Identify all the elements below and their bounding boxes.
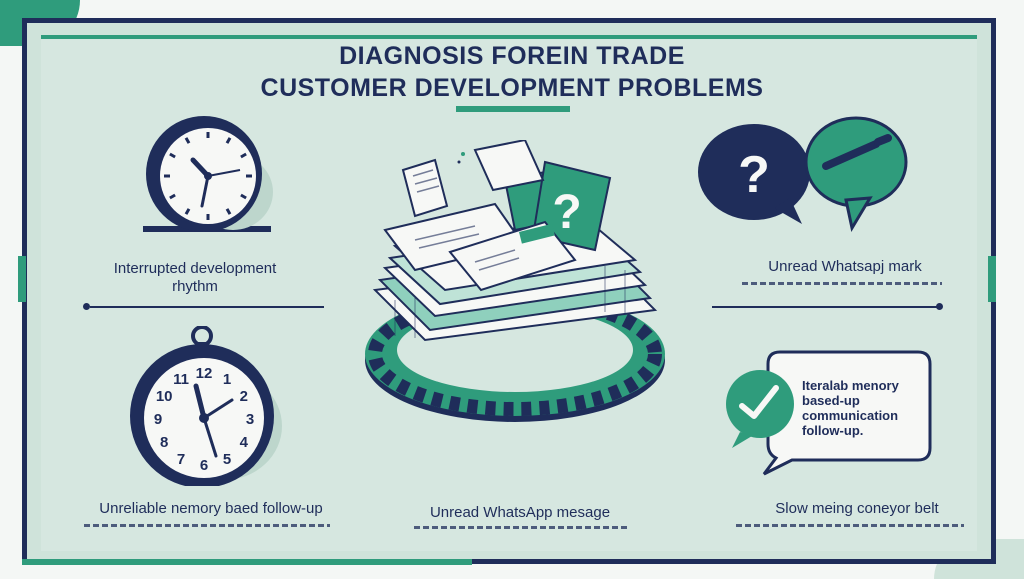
fine-print-top-right [742, 282, 942, 285]
clock-tick [240, 193, 247, 200]
bottom-accent-stripe [22, 559, 472, 565]
clock-tick [184, 208, 191, 215]
chat-line: based-up [802, 393, 860, 408]
question-mark-text: ? [552, 186, 581, 239]
clock-numeral: 10 [156, 388, 173, 405]
question-mark-text: ? [738, 146, 770, 204]
label-unread-whatsapp-mark: Unread Whatsapj mark [768, 258, 922, 275]
fine-print-center [414, 526, 628, 529]
clock-tick [225, 208, 232, 215]
label-unread-whatsapp-message: Unread WhatsApp mesage [429, 504, 611, 521]
clock-numeral: 12 [196, 365, 213, 382]
clock-numeral: 6 [200, 457, 208, 474]
label-interrupted-rhythm: Interrupted development rhythm [113, 260, 277, 295]
chat-box-text: Iteralab menory based-up communication f… [802, 378, 912, 438]
title-line-1: DIAGNOSIS FOREIN TRADE [339, 42, 685, 70]
divider-right [712, 306, 938, 308]
clock-numeral: 11 [173, 371, 189, 388]
clock-numeral: 9 [154, 411, 162, 428]
label-unreliable-followup: Unreliable nemory baed follow-up [99, 500, 323, 517]
label-slow-conveyor: Slow meing coneyor belt [775, 500, 939, 517]
clock-numeral: 4 [240, 434, 249, 451]
clock-numeral: 8 [160, 434, 168, 451]
clock-numeral: 1 [223, 371, 231, 388]
desk-clock-icon [143, 116, 273, 232]
clock-numeral: 2 [240, 388, 248, 405]
clock-tick [225, 137, 232, 144]
divider-left [90, 306, 324, 308]
page-title: DIAGNOSIS FOREIN TRADE CUSTOMER DEVELOPM… [0, 40, 1024, 104]
fine-print-left [84, 524, 330, 527]
clock-tick [184, 137, 191, 144]
title-line-2: CUSTOMER DEVELOPMENT PROBLEMS [260, 74, 764, 102]
chat-box-icon [726, 350, 932, 476]
clock-numeral: 5 [223, 451, 231, 468]
fine-print-bottom-right [736, 524, 964, 527]
left-side-tab [18, 256, 26, 302]
title-underline [456, 106, 570, 112]
paper-stack-conveyor-icon: ? [365, 140, 665, 422]
clock-numeral: 7 [177, 451, 185, 468]
clock-tick [240, 152, 247, 159]
clock-tick [169, 193, 176, 200]
clock-numeral: 3 [246, 411, 254, 428]
divider-dot [83, 303, 90, 310]
chat-line: follow-up. [802, 423, 864, 438]
chat-line: communication [802, 408, 899, 423]
clock-tick [169, 152, 176, 159]
chat-line: Iteralab menory [802, 378, 899, 393]
divider-dot [936, 303, 943, 310]
clock-ticks [164, 132, 252, 220]
right-side-tab [988, 256, 996, 302]
question-speech-bubbles-icon: ? [698, 116, 908, 232]
